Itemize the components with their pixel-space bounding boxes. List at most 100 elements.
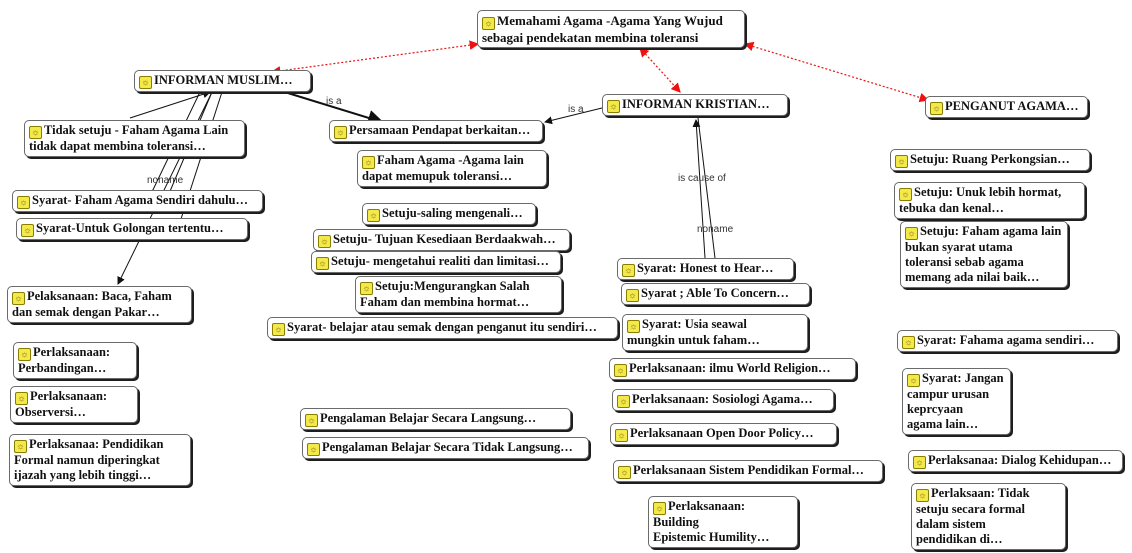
open-door-policy-node[interactable]: ☼Perlaksanaan Open Door Policy… bbox=[610, 423, 837, 445]
concept-icon: ☼ bbox=[12, 292, 25, 305]
mengurangkan-salah-faham-label: Setuju:Mengurangkan Salah Faham dan memb… bbox=[360, 279, 530, 309]
tidak-setuju-label: Tidak setuju - Faham Agama Lain tidak da… bbox=[29, 123, 229, 153]
edge-label-is-cause-of: is cause of bbox=[678, 173, 726, 184]
saling-mengenali-node[interactable]: ☼Setuju-saling mengenali… bbox=[362, 203, 536, 225]
concept-icon: ☼ bbox=[307, 443, 320, 456]
link-kristian-persamaan bbox=[544, 107, 603, 125]
sosiologi-agama-label: Perlaksanaan: Sosiologi Agama… bbox=[632, 392, 813, 406]
concept-icon: ☼ bbox=[913, 456, 926, 469]
realiti-limitasi-label: Setuju- mengetahui realiti dan limitasi… bbox=[331, 254, 549, 268]
concept-icon: ☼ bbox=[18, 348, 31, 361]
syarat-able-label: Syarat ; Able To Concern… bbox=[641, 286, 789, 300]
link-root-muslim bbox=[270, 40, 480, 76]
concept-icon: ☼ bbox=[607, 100, 620, 113]
root-concept-label: Memahami Agama -Agama Yang Wujud sebagai… bbox=[482, 13, 723, 45]
tujuan-dakwah-label: Setuju- Tujuan Kesediaan Berdaakwah… bbox=[333, 232, 556, 246]
perlaksanaan-observersi-node[interactable]: ☼Perlaksanaan: Observersi… bbox=[10, 386, 138, 423]
concept-icon: ☼ bbox=[916, 489, 929, 502]
faham-agama-lain-label: Faham Agama -Agama lain dapat memupuk to… bbox=[362, 153, 524, 183]
concept-icon: ☼ bbox=[622, 264, 635, 277]
bukan-syarat-utama-node[interactable]: ☼Setuju: Faham agama lain bukan syarat u… bbox=[900, 221, 1068, 288]
persamaan-pendapat-node[interactable]: ☼Persamaan Pendapat berkaitan… bbox=[329, 120, 543, 142]
concept-icon: ☼ bbox=[902, 336, 915, 349]
world-religion-label: Perlaksanaan: ilmu World Religion… bbox=[629, 361, 831, 375]
perlaksanaa-pendidikan-label: Perlaksanaa: Pendidikan Formal namun dip… bbox=[14, 437, 164, 482]
syarat-faham-sendiri-node[interactable]: ☼Syarat- Faham Agama Sendiri dahulu… bbox=[12, 190, 263, 212]
dialog-kehidupan-node[interactable]: ☼Perlaksanaa: Dialog Kehidupan… bbox=[908, 450, 1123, 472]
persamaan-pendapat-label: Persamaan Pendapat berkaitan… bbox=[349, 123, 531, 137]
concept-icon: ☼ bbox=[318, 235, 331, 248]
epistemic-humility-node[interactable]: ☼Perlaksanaan: Building Epistemic Humili… bbox=[648, 496, 798, 548]
pengalaman-langsung-node[interactable]: ☼Pengalaman Belajar Secara Langsung… bbox=[300, 408, 571, 430]
pengalaman-tidak-langsung-node[interactable]: ☼Pengalaman Belajar Secara Tidak Langsun… bbox=[302, 437, 589, 459]
pelaksanaan-baca-node[interactable]: ☼Pelaksanaan: Baca, Faham dan semak deng… bbox=[7, 286, 192, 323]
concept-icon: ☼ bbox=[626, 289, 639, 302]
edge-label-noname-2: noname bbox=[697, 224, 734, 235]
concept-icon: ☼ bbox=[907, 374, 920, 387]
penganut-agama-label: PENGANUT AGAMA… bbox=[945, 99, 1079, 113]
hormat-terbuka-node[interactable]: ☼Setuju: Unuk lebih hormat, tebuka dan k… bbox=[894, 182, 1085, 219]
ruang-perkongsian-node[interactable]: ☼Setuju: Ruang Perkongsian… bbox=[890, 149, 1090, 171]
sosiologi-agama-node[interactable]: ☼Perlaksanaan: Sosiologi Agama… bbox=[612, 389, 834, 411]
sistem-pendidikan-label: Perlaksanaan Sistem Pendidikan Formal… bbox=[633, 463, 864, 477]
concept-icon: ☼ bbox=[21, 224, 34, 237]
saling-mengenali-label: Setuju-saling mengenali… bbox=[382, 206, 523, 220]
bukan-syarat-utama-label: Setuju: Faham agama lain bukan syarat ut… bbox=[905, 224, 1062, 284]
syarat-honest-node[interactable]: ☼Syarat: Honest to Hear… bbox=[617, 258, 794, 280]
realiti-limitasi-node[interactable]: ☼Setuju- mengetahui realiti dan limitasi… bbox=[311, 251, 561, 273]
ruang-perkongsian-label: Setuju: Ruang Perkongsian… bbox=[910, 152, 1070, 166]
informan-kristian-label: INFORMAN KRISTIAN… bbox=[622, 97, 770, 111]
mengurangkan-salah-faham-node[interactable]: ☼Setuju:Mengurangkan Salah Faham dan mem… bbox=[355, 276, 562, 313]
concept-icon: ☼ bbox=[482, 17, 495, 30]
tidak-setuju-node[interactable]: ☼Tidak setuju - Faham Agama Lain tidak d… bbox=[24, 120, 245, 157]
jangan-campur-node[interactable]: ☼Syarat: Jangan campur urusan keprcyaan … bbox=[902, 368, 1011, 435]
syarat-honest-label: Syarat: Honest to Hear… bbox=[637, 261, 774, 275]
perlaksanaan-perbandingan-label: Perlaksanaan: Perbandingan… bbox=[18, 345, 111, 375]
concept-icon: ☼ bbox=[316, 257, 329, 270]
syarat-usia-node[interactable]: ☼Syarat: Usia seawal mungkin untuk faham… bbox=[622, 314, 808, 351]
informan-kristian-node[interactable]: ☼INFORMAN KRISTIAN… bbox=[602, 94, 788, 116]
link-muslim-pelaksanaan bbox=[117, 85, 216, 285]
perlaksanaan-perbandingan-node[interactable]: ☼Perlaksanaan: Perbandingan… bbox=[13, 342, 137, 379]
fahama-agama-sendiri-node[interactable]: ☼Syarat: Fahama agama sendiri… bbox=[897, 330, 1118, 352]
concept-icon: ☼ bbox=[17, 196, 30, 209]
syarat-able-node[interactable]: ☼Syarat ; Able To Concern… bbox=[621, 283, 810, 305]
concept-icon: ☼ bbox=[367, 209, 380, 222]
root-concept-node[interactable]: ☼Memahami Agama -Agama Yang Wujud sebaga… bbox=[477, 10, 745, 48]
perlaksanaan-observersi-label: Perlaksanaan: Observersi… bbox=[15, 389, 108, 419]
perlaksanaa-pendidikan-node[interactable]: ☼Perlaksanaa: Pendidikan Formal namun di… bbox=[9, 434, 191, 486]
syarat-faham-sendiri-label: Syarat- Faham Agama Sendiri dahulu… bbox=[32, 193, 249, 207]
sistem-pendidikan-node[interactable]: ☼Perlaksanaan Sistem Pendidikan Formal… bbox=[613, 460, 883, 482]
concept-icon: ☼ bbox=[305, 414, 318, 427]
perlaksaan-tidak-setuju-node[interactable]: ☼Perlaksaan: Tidak setuju secara formal … bbox=[911, 483, 1066, 550]
concept-icon: ☼ bbox=[615, 429, 628, 442]
syarat-belajar-node[interactable]: ☼Syarat- belajar atau semak dengan penga… bbox=[267, 317, 618, 339]
informan-muslim-node[interactable]: ☼INFORMAN MUSLIM… bbox=[134, 70, 311, 92]
concept-icon: ☼ bbox=[29, 126, 42, 139]
edge-label-is-a-2: is a bbox=[568, 104, 584, 115]
syarat-golongan-node[interactable]: ☼Syarat-Untuk Golongan tertentu… bbox=[16, 218, 248, 240]
link-kristian-honest bbox=[697, 117, 716, 259]
concept-icon: ☼ bbox=[627, 320, 640, 333]
concept-icon: ☼ bbox=[614, 364, 627, 377]
faham-agama-lain-node[interactable]: ☼Faham Agama -Agama lain dapat memupuk t… bbox=[357, 150, 547, 187]
link-honest-kristian bbox=[692, 119, 706, 259]
concept-icon: ☼ bbox=[334, 126, 347, 139]
world-religion-node[interactable]: ☼Perlaksanaan: ilmu World Religion… bbox=[609, 358, 856, 380]
concept-icon: ☼ bbox=[362, 156, 375, 169]
concept-icon: ☼ bbox=[895, 155, 908, 168]
tujuan-dakwah-node[interactable]: ☼Setuju- Tujuan Kesediaan Berdaakwah… bbox=[313, 229, 570, 251]
perlaksaan-tidak-setuju-label: Perlaksaan: Tidak setuju secara formal d… bbox=[916, 486, 1030, 546]
fahama-agama-sendiri-label: Syarat: Fahama agama sendiri… bbox=[917, 333, 1095, 347]
hormat-terbuka-label: Setuju: Unuk lebih hormat, tebuka dan ke… bbox=[899, 185, 1062, 215]
link-root-kristian bbox=[639, 47, 681, 93]
epistemic-humility-label: Perlaksanaan: Building Epistemic Humilit… bbox=[653, 499, 770, 544]
penganut-agama-node[interactable]: ☼PENGANUT AGAMA… bbox=[925, 96, 1088, 118]
jangan-campur-label: Syarat: Jangan campur urusan keprcyaan a… bbox=[907, 371, 1004, 431]
concept-icon: ☼ bbox=[15, 392, 28, 405]
concept-icon: ☼ bbox=[14, 440, 27, 453]
dialog-kehidupan-label: Perlaksanaa: Dialog Kehidupan… bbox=[928, 453, 1112, 467]
link-root-penganut bbox=[743, 41, 930, 103]
